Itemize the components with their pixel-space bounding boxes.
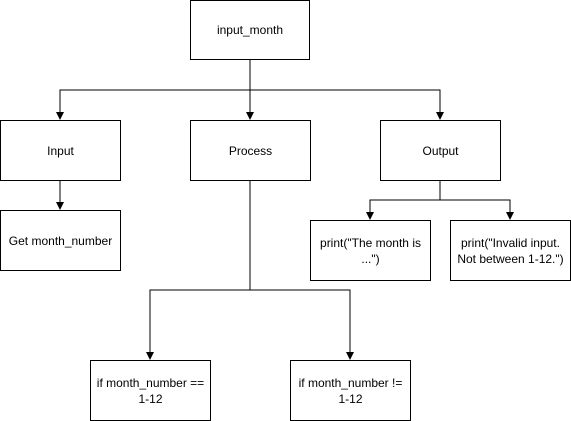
edge-root-to-output (250, 89, 444, 120)
node-process: Process (190, 120, 311, 181)
node-if-equal-label: if month_number == 1-12 (96, 375, 205, 406)
node-output: Output (380, 120, 501, 181)
node-print-month-label: print("The month is ...") (320, 235, 421, 266)
node-input-month: input_month (190, 0, 310, 60)
node-print-invalid: print("Invalid input. Not between 1-12."… (450, 220, 571, 281)
edge-output-to-print-month (366, 180, 441, 220)
node-print-month: print("The month is ...") (310, 220, 431, 281)
edge-process-to-if-neq (250, 289, 354, 360)
node-if-not-equal-label: if month_number != 1-12 (298, 375, 403, 406)
node-print-invalid-label: print("Invalid input. Not between 1-12."… (457, 235, 564, 266)
node-input: Input (0, 120, 121, 181)
node-get-month-number: Get month_number (0, 210, 121, 271)
node-if-equal: if month_number == 1-12 (90, 360, 211, 421)
node-if-not-equal: if month_number != 1-12 (290, 360, 411, 421)
edge-output-to-print-invalid (440, 199, 514, 220)
node-process-label: Process (228, 143, 273, 158)
node-output-label: Output (422, 143, 459, 158)
node-input-month-label: input_month (216, 23, 284, 37)
edge-process-to-if-eq (146, 180, 251, 360)
node-get-month-number-label: Get month_number (8, 233, 113, 248)
node-input-label: Input (47, 143, 74, 158)
edge-root-to-input (56, 60, 251, 120)
